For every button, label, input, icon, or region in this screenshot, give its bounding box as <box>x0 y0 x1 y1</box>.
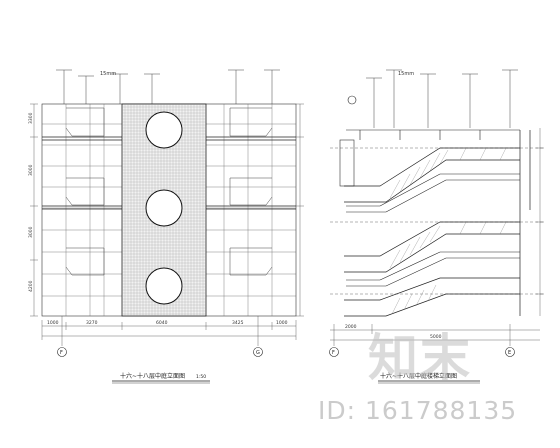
bottom-dimension-texts-right: 2000 5000 <box>345 324 442 340</box>
watermark-id: ID: 161788135 <box>318 396 518 425</box>
handrail-lower <box>346 251 520 287</box>
stair-hatch-lower <box>391 284 437 315</box>
side-dim-3: 3000 <box>28 226 34 238</box>
bottom-dim-1: 1000 <box>47 320 59 326</box>
circle-opening-bottom <box>145 267 183 305</box>
side-dimension-texts: 3300 3000 3000 4200 <box>28 112 34 292</box>
stair-profiles-right <box>229 107 273 276</box>
bottom-dim-3: 6040 <box>156 320 168 326</box>
bottom-dim-5: 1000 <box>276 320 288 326</box>
stair-hatch-upper <box>389 147 507 199</box>
grid-axis-label-left: F <box>60 350 63 356</box>
wall-segment <box>339 139 355 187</box>
level-lines <box>330 147 545 295</box>
bottom-dim-2: 3270 <box>86 320 98 326</box>
watermark-brand: 知末 <box>368 329 472 387</box>
handrail-middle <box>346 173 520 213</box>
circle-opening-top <box>145 111 183 149</box>
grid-axis-label-right-drawing-right: E <box>508 350 511 356</box>
drawing-title-right: 十六~十八层中庭楼梯立面图 <box>380 372 457 380</box>
stair-profiles-left <box>65 107 105 276</box>
stair-flight-upper <box>344 130 531 210</box>
right-side-dimension-chain <box>536 128 544 316</box>
bottom-dim-right-1: 2000 <box>345 324 357 330</box>
atrium-elevation: 15mm <box>28 69 304 384</box>
drawing-title-left: 十六~十八层中庭立面图 <box>120 372 185 380</box>
stair-elevation: 15mm <box>329 69 545 384</box>
stair-flight-lower <box>344 277 521 317</box>
leader-tags <box>56 69 280 104</box>
section-marker <box>347 95 357 105</box>
stair-flight-middle <box>344 210 521 280</box>
bottom-dimension-texts: 1000 3270 6040 3425 1000 <box>47 320 288 326</box>
circle-opening-middle <box>145 189 183 227</box>
stair-hatch-middle <box>389 221 507 269</box>
drawing-scale-left: 1:50 <box>196 374 206 380</box>
top-dimension-label: 15mm <box>100 71 116 77</box>
bottom-dimension-right <box>330 324 540 346</box>
grid-axis-label-right-drawing-left: F <box>332 350 335 356</box>
side-dim-1: 3300 <box>28 112 34 124</box>
circular-openings <box>145 111 183 305</box>
side-dimension-chain <box>30 103 304 317</box>
grid-axis-right-drawing-left <box>329 347 339 357</box>
tile-grid-left <box>42 104 122 316</box>
grid-axis-label-right: G <box>256 350 260 356</box>
handrail-upper <box>346 129 520 140</box>
bottom-dim-right-2: 5000 <box>430 334 442 340</box>
top-dimension-label-right: 15mm <box>398 71 414 77</box>
grid-axis-right <box>253 347 263 357</box>
side-dim-4: 4200 <box>28 280 34 292</box>
grid-axis-right-drawing-right <box>505 347 515 357</box>
grid-axis-left <box>57 347 67 357</box>
bottom-dim-4: 3425 <box>232 320 244 326</box>
tile-grid-right <box>206 104 296 316</box>
side-dim-2: 3000 <box>28 164 34 176</box>
bottom-dimension-chain <box>41 316 297 346</box>
leader-tags-right <box>366 69 518 128</box>
